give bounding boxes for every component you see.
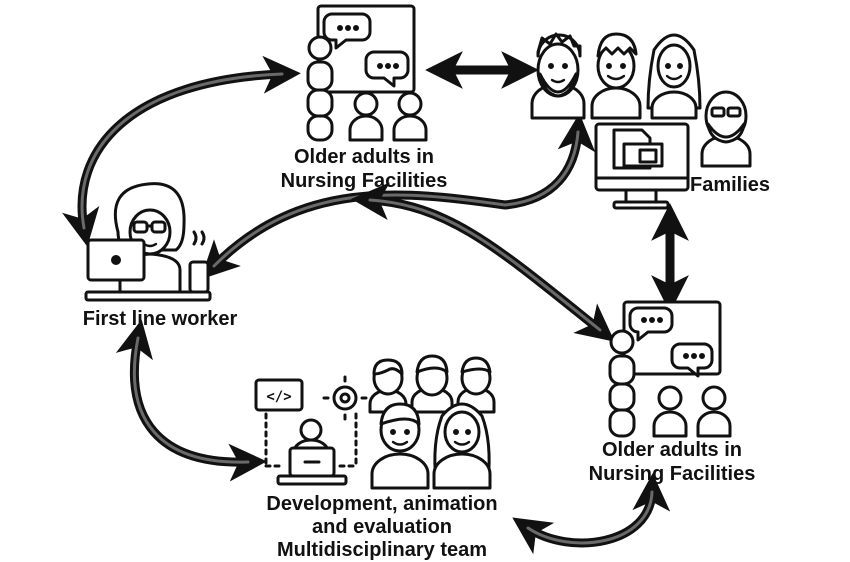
older-adults-bottom-label-line2: Nursing Facilities: [589, 463, 756, 485]
family-member-bald-man: [700, 90, 752, 168]
older-adults-top-node: Older adults in Nursing Facilities: [281, 4, 448, 192]
developer-team-icon: </>: [254, 354, 496, 490]
connection-arrows: [62, 51, 689, 555]
families-label: Families: [690, 174, 770, 196]
monitor-icon: [594, 122, 690, 210]
code-icon: </>: [266, 389, 291, 405]
older-adults-bottom-node: Older adults in Nursing Facilities: [589, 300, 756, 485]
older-adults-bottom-label-line1: Older adults in: [602, 439, 742, 461]
older-adults-top-label-line1: Older adults in: [294, 146, 434, 168]
first-line-worker-node: First line worker: [83, 182, 238, 330]
arrow-team-to-older-adults-bottom: [512, 473, 671, 555]
team-member-front-left: [370, 402, 430, 490]
family-member-young-man: [590, 32, 642, 120]
arrow-worker-to-older-adults-top: [62, 55, 301, 247]
older-adults-top-label-line2: Nursing Facilities: [281, 170, 448, 192]
team-label-line2: and evaluation: [312, 516, 452, 538]
arrow-worker-to-team: [115, 319, 267, 482]
arrow-worker-to-older-adults-bottom: [351, 182, 615, 342]
people-chat-board-icon: [306, 4, 428, 142]
team-member-front-right: [432, 402, 492, 490]
first-line-worker-label: First line worker: [83, 308, 238, 330]
team-label-line3: Multidisciplinary team: [277, 539, 487, 561]
team-label-line1: Development, animation: [266, 493, 497, 515]
team-node: </>: [254, 354, 498, 561]
people-chat-board-icon-bottom: [608, 300, 732, 438]
worker-laptop-icon: [84, 182, 212, 302]
family-member-woman: [646, 33, 702, 120]
family-faces-icon: [530, 32, 752, 168]
team-member-back-center: [410, 354, 454, 414]
family-member-bearded-man: [530, 32, 586, 120]
families-node: Families: [530, 32, 770, 210]
